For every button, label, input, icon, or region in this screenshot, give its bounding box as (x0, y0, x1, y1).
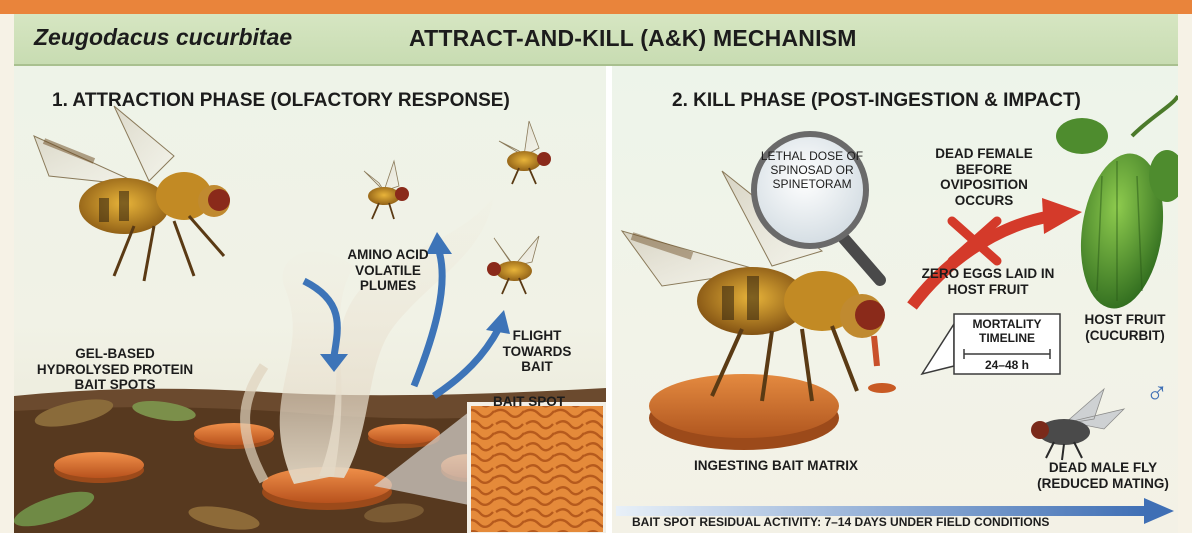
fruit-fly-small (364, 161, 409, 219)
zero-eggs-label: ZERO EGGS LAID IN HOST FRUIT (908, 266, 1068, 297)
dead-female-label: DEAD FEMALE BEFORE OVIPOSITION OCCURS (914, 146, 1054, 208)
gel-bait-spots-label: GEL-BASED HYDROLYSED PROTEIN BAIT SPOTS (30, 346, 200, 393)
bait-spot-disc (368, 424, 440, 444)
bait-spot-disc (54, 452, 144, 478)
host-fruit-label: HOST FRUIT (CUCURBIT) (1070, 312, 1178, 343)
timeline-pointer (922, 324, 954, 374)
ingesting-bait-label: INGESTING BAIT MATRIX (676, 458, 876, 474)
leaf-icon (1056, 118, 1108, 154)
attraction-phase-panel: 1. ATTRACTION PHASE (OLFACTORY RESPONSE)… (14, 66, 606, 533)
fruit-fly-small (499, 121, 551, 184)
header-bar: Zeugodacus cucurbitae ATTRACT-AND-KILL (… (14, 14, 1178, 66)
dead-male-label: DEAD MALE FLY (REDUCED MATING) (1028, 460, 1178, 491)
flight-towards-bait-arrow (434, 328, 499, 396)
mortality-timeline-value: 24–48 h (958, 359, 1056, 373)
bait-spot-disc (194, 423, 274, 445)
attraction-phase-title: 1. ATTRACTION PHASE (OLFACTORY RESPONSE) (52, 90, 510, 112)
residual-activity-label: BAIT SPOT RESIDUAL ACTIVITY: 7–14 DAYS U… (632, 516, 1162, 530)
lethal-dose-label: LETHAL DOSE OF SPINOSAD OR SPINETORAM (760, 150, 864, 191)
male-symbol-icon: ♂ (1142, 376, 1172, 411)
dead-male-fly (1031, 389, 1124, 460)
attraction-illustration (14, 66, 606, 533)
amino-acid-plumes-label: AMINO ACID VOLATILE PLUMES (328, 247, 448, 294)
kill-phase-title: 2. KILL PHASE (POST-INGESTION & IMPACT) (672, 90, 1081, 112)
magnifier-handle (840, 234, 880, 280)
bait-spot-label: BAIT SPOT (479, 394, 579, 410)
fruit-fly-large (34, 106, 230, 281)
flight-towards-bait-label: FLIGHT TOWARDS BAIT (492, 328, 582, 375)
bait-texture-inset (469, 404, 605, 533)
mortality-timeline-title: MORTALITY TIMELINE (958, 318, 1056, 346)
fruit-fly-small (487, 236, 539, 294)
species-name: Zeugodacus cucurbitae (34, 24, 292, 51)
main-title: ATTRACT-AND-KILL (A&K) MECHANISM (409, 25, 857, 52)
kill-phase-panel: 2. KILL PHASE (POST-INGESTION & IMPACT) … (612, 66, 1178, 533)
top-border (0, 0, 1192, 14)
